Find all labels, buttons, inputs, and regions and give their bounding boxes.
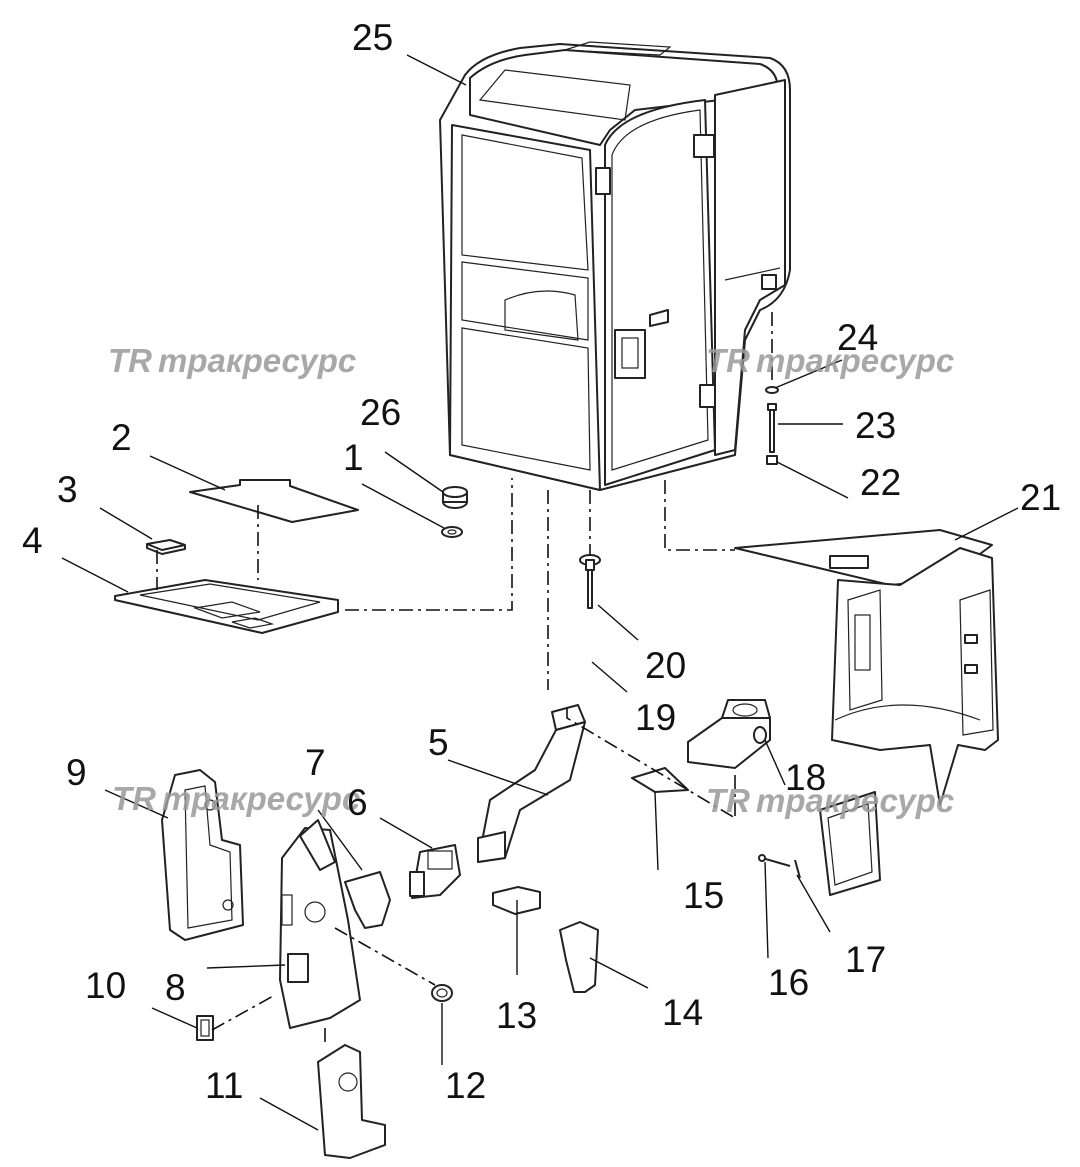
svg-text:тракресурс: тракресурс — [162, 780, 360, 817]
callout-14: 14 — [662, 992, 703, 1033]
callout-20: 20 — [645, 645, 686, 686]
duct-5 — [477, 704, 586, 863]
watermark-4: TR тракресурс — [706, 782, 954, 819]
duct-14 — [559, 921, 599, 993]
svg-text:тракресурс: тракресурс — [756, 782, 954, 819]
switch-10 — [196, 1015, 214, 1041]
floor-mat — [189, 479, 359, 523]
callout-1: 1 — [343, 437, 364, 478]
watermark-1: TR тракресурс — [108, 342, 356, 379]
callout-24: 24 — [837, 317, 878, 358]
assembly-lines — [156, 312, 773, 1045]
watermark-2: TR тракресурс — [706, 342, 954, 379]
svg-text:тракресурс: тракресурс — [158, 342, 356, 379]
callout-8: 8 — [165, 967, 186, 1008]
callout-23: 23 — [855, 405, 896, 446]
svg-text:TR: TR — [706, 782, 750, 819]
callout-9: 9 — [66, 752, 87, 793]
callout-numbers: 1 2 3 4 5 6 7 8 9 10 11 12 13 14 15 16 1… — [22, 17, 1061, 1106]
side-panel-17 — [819, 791, 881, 896]
callout-12: 12 — [445, 1065, 486, 1106]
callout-4: 4 — [22, 520, 43, 561]
left-panel-9 — [161, 769, 244, 941]
leader-lines — [61, 54, 1019, 1131]
callout-6: 6 — [347, 782, 368, 823]
small-pad — [146, 539, 186, 555]
callout-17: 17 — [845, 939, 886, 980]
callout-11: 11 — [205, 1065, 243, 1106]
console-8 — [279, 819, 361, 1029]
callout-15: 15 — [683, 875, 724, 916]
callout-3: 3 — [57, 469, 78, 510]
callout-21: 21 — [1020, 477, 1061, 518]
svg-text:тракресурс: тракресурс — [756, 342, 954, 379]
vent-12 — [431, 984, 453, 1002]
callout-16: 16 — [768, 962, 809, 1003]
callout-22: 22 — [860, 462, 901, 503]
callout-26: 26 — [360, 392, 401, 433]
callout-5: 5 — [428, 722, 449, 763]
duct-7 — [344, 871, 391, 929]
svg-text:TR: TR — [108, 342, 152, 379]
svg-text:TR: TR — [706, 342, 750, 379]
callout-25: 25 — [352, 17, 393, 58]
callout-2: 2 — [111, 417, 132, 458]
cab-mount-parts — [441, 486, 468, 538]
blower-unit — [687, 699, 771, 769]
callout-18: 18 — [785, 757, 826, 798]
bracket-15 — [631, 767, 689, 793]
fastener-stack — [765, 386, 779, 465]
floor-frame — [734, 529, 999, 806]
callout-13: 13 — [496, 995, 537, 1036]
cab-assembly — [439, 41, 791, 491]
floor-plate — [114, 579, 339, 634]
callout-10: 10 — [85, 965, 126, 1006]
watermark-3: TR тракресурс — [112, 780, 360, 817]
callout-19: 19 — [635, 697, 676, 738]
screw-16 — [758, 854, 801, 879]
lower-panel-11 — [317, 1044, 386, 1159]
bolt-20 — [579, 554, 601, 609]
callout-7: 7 — [305, 742, 326, 783]
duct-6 — [409, 844, 461, 899]
svg-text:TR: TR — [112, 780, 156, 817]
